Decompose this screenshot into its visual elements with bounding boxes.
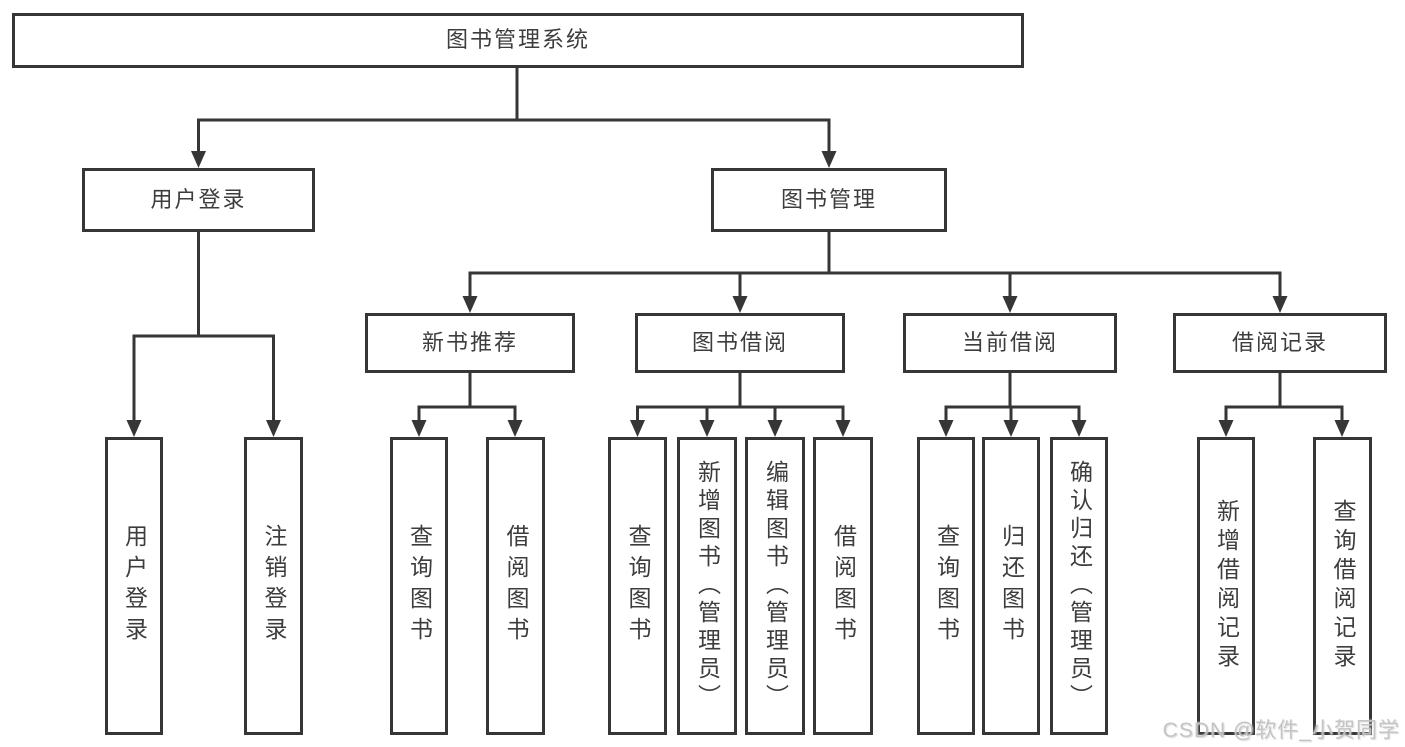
leaf-recommend-borrow-books: 借阅图书 [486, 437, 545, 735]
leaf-borrow-books-label: 借阅图书 [830, 524, 857, 648]
leaf-confirm-return-admin: 确认归还（管理员） [1050, 437, 1108, 735]
leaf-recommend-borrow-books-label: 借阅图书 [503, 524, 529, 648]
node-root-system-label: 图书管理系统 [445, 27, 590, 53]
node-borrow-records-label: 借阅记录 [1231, 329, 1328, 355]
leaf-user-login: 用户登录 [105, 437, 163, 735]
leaf-borrow-books: 借阅图书 [813, 437, 873, 735]
leaf-add-borrow-record: 新增借阅记录 [1197, 437, 1255, 735]
leaf-add-books-admin-label: 新增图书（管理员） [694, 460, 721, 712]
leaf-current-query-books: 查询图书 [917, 437, 975, 735]
leaf-confirm-return-admin-label: 确认归还（管理员） [1066, 460, 1093, 712]
leaf-edit-books-admin-label: 编辑图书（管理员） [762, 460, 789, 712]
node-current-borrow-label: 当前借阅 [961, 329, 1058, 355]
node-book-borrow-label: 图书借阅 [691, 329, 788, 355]
leaf-logout: 注销登录 [244, 437, 303, 735]
node-new-book-recommend-label: 新书推荐 [421, 329, 518, 355]
leaf-query-borrow-record-label: 查询借阅记录 [1330, 499, 1356, 673]
leaf-add-books-admin: 新增图书（管理员） [677, 437, 737, 735]
node-book-borrow: 图书借阅 [635, 313, 845, 373]
leaf-edit-books-admin: 编辑图书（管理员） [745, 437, 805, 735]
node-root-system: 图书管理系统 [12, 13, 1024, 68]
node-current-borrow: 当前借阅 [903, 313, 1117, 373]
leaf-recommend-query-books-label: 查询图书 [406, 524, 433, 648]
leaf-recommend-query-books: 查询图书 [390, 437, 448, 735]
leaf-logout-label: 注销登录 [261, 524, 287, 648]
node-borrow-records: 借阅记录 [1173, 313, 1387, 373]
leaf-add-borrow-record-label: 新增借阅记录 [1213, 499, 1240, 673]
node-user-login: 用户登录 [82, 168, 315, 232]
leaf-borrow-query-books-label: 查询图书 [625, 524, 651, 648]
leaf-return-books-label: 归还图书 [998, 524, 1025, 648]
node-book-management: 图书管理 [711, 168, 947, 232]
leaf-current-query-books-label: 查询图书 [933, 524, 960, 648]
leaf-borrow-query-books: 查询图书 [608, 437, 667, 735]
leaf-return-books: 归还图书 [982, 437, 1040, 735]
node-new-book-recommend: 新书推荐 [365, 313, 575, 373]
csdn-watermark: CSDN @软件_小贺同学 [1162, 719, 1400, 742]
leaf-user-login-label: 用户登录 [121, 524, 148, 648]
node-user-login-label: 用户登录 [150, 186, 247, 212]
leaf-query-borrow-record: 查询借阅记录 [1313, 437, 1372, 735]
node-book-management-label: 图书管理 [780, 186, 877, 212]
